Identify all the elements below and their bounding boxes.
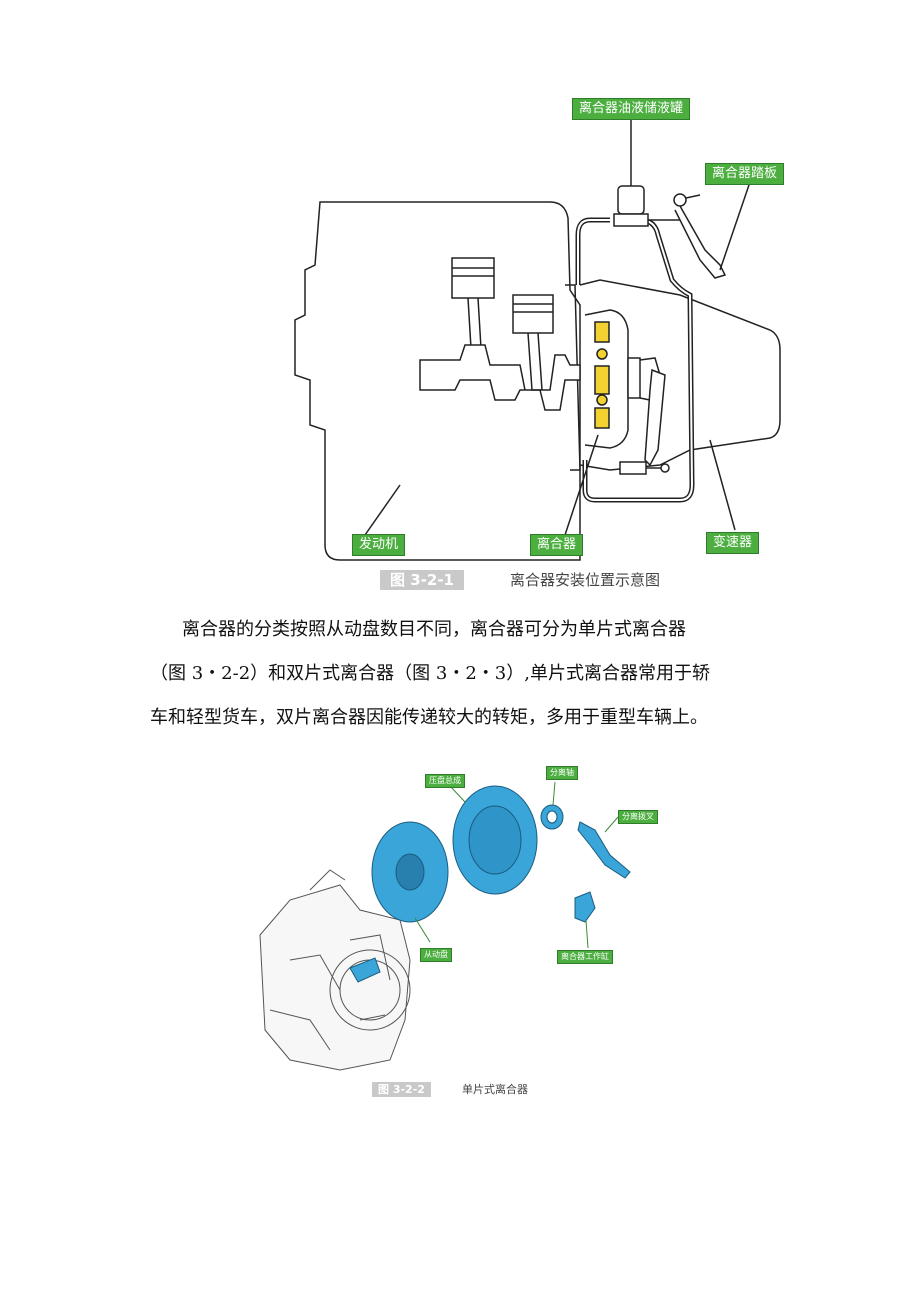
figure1-caption-title: 离合器安装位置示意图 xyxy=(510,571,661,589)
body-paragraph: 离合器的分类按照从动盘数目不同，离合器可分为单片式离合器 （图 3・2-2）和双… xyxy=(150,608,790,740)
gearbox-housing xyxy=(259,884,411,1071)
figure2-caption-number: 图 3-2-2 xyxy=(372,1082,431,1097)
slave-cylinder xyxy=(619,461,647,475)
label-transmission: 变速器 xyxy=(706,532,760,554)
clutch-part-lower xyxy=(594,407,610,429)
release-fork xyxy=(644,368,666,467)
label-clutch: 离合器 xyxy=(530,534,584,556)
label-fluid-reservoir: 离合器油液储液罐 xyxy=(572,98,691,120)
label-engine: 发动机 xyxy=(352,534,406,556)
label-clutch-pedal: 离合器踏板 xyxy=(705,163,785,185)
transmission-outline xyxy=(579,279,781,471)
piston-2 xyxy=(512,294,554,334)
clutch-part-upper xyxy=(594,321,610,343)
label-driven-disc: 从动盘 xyxy=(420,948,452,962)
paragraph-line-1: 离合器的分类按照从动盘数目不同，离合器可分为单片式离合器 xyxy=(182,619,686,640)
label-release-fork: 分离拨叉 xyxy=(618,810,658,824)
single-plate-clutch-diagram xyxy=(259,781,631,1071)
clutch-location-diagram xyxy=(294,118,781,561)
label-release-bearing: 分离轴 xyxy=(546,766,578,780)
piston-1 xyxy=(451,257,495,299)
fluid-reservoir xyxy=(617,185,645,215)
paragraph-line-2: （图 3・2-2）和双片式离合器（图 3・2・3）,单片式离合器常用于轿 xyxy=(150,663,710,684)
clutch-part-center xyxy=(594,365,610,395)
label-pressure-plate: 压盘总成 xyxy=(425,774,465,788)
figure-single-plate-clutch: 压盘总成 分离轴 分离拨叉 从动盘 离合器工作缸 图 3-2-2 单片式离合器 xyxy=(250,760,670,1105)
release-fork-part xyxy=(577,821,631,879)
figure1-caption-number: 图 3-2-1 xyxy=(380,570,464,590)
crankshaft xyxy=(419,344,581,411)
clutch-pedal xyxy=(674,205,727,279)
paragraph-line-3: 车和轻型货车，双片离合器因能传递较大的转矩，多用于重型车辆上。 xyxy=(150,707,708,728)
slave-cylinder-part xyxy=(574,891,596,923)
figure2-caption-title: 单片式离合器 xyxy=(462,1083,528,1096)
engine-outline xyxy=(294,201,581,561)
label-slave-cylinder: 离合器工作缸 xyxy=(557,950,613,964)
figure-clutch-location: 离合器油液储液罐 离合器踏板 发动机 离合器 变速器 图 3-2-1 离合器安装… xyxy=(280,90,800,595)
